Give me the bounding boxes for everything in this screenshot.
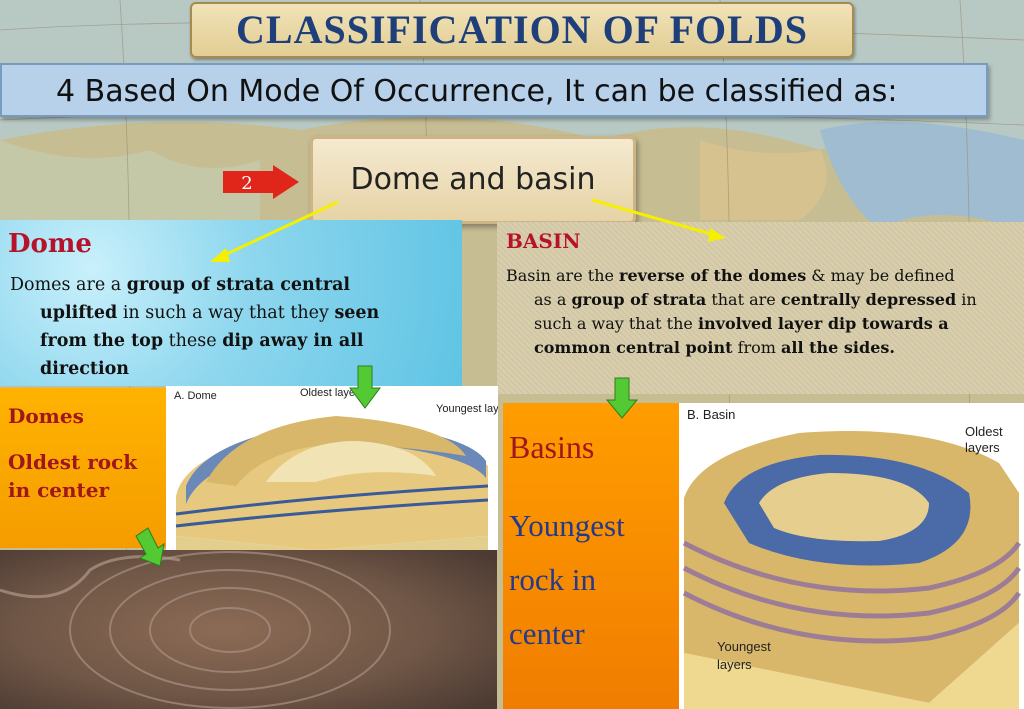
dome-diagram-title: A. Dome — [174, 390, 217, 402]
basins-card-text: Youngest rock in center — [509, 508, 625, 651]
basin-heading: BASIN — [506, 229, 581, 253]
basin-panel — [497, 222, 1024, 394]
dome-description: Domes are a group of strata central uplif… — [10, 271, 460, 383]
domes-card: Domes Oldest rock in center — [0, 388, 166, 548]
text-line: from the top these dip away in all — [40, 331, 364, 351]
slide-subtitle: 4 Based On Mode Of Occurrence, It can be… — [0, 63, 988, 117]
slide-title: CLASSIFICATION OF FOLDS — [190, 2, 854, 58]
text-line: direction — [40, 359, 130, 379]
domes-card-title: Domes — [8, 404, 84, 428]
basin-diagram-title: B. Basin — [687, 407, 735, 422]
basins-card-title: Basins — [509, 429, 595, 465]
basins-card: Basins Youngest rock in center — [503, 403, 679, 709]
domes-card-text: Oldest rock in center — [8, 450, 138, 502]
text-line: such a way that the involved layer dip t… — [534, 314, 949, 333]
dome-diagram-youngest: Youngest layers — [436, 403, 498, 415]
number-badge: 2 — [241, 173, 252, 194]
text-line: common central point from all the sides. — [534, 338, 895, 357]
text-line: Basin are the reverse of the domes & may… — [506, 266, 955, 285]
dome-heading: Dome — [8, 229, 92, 259]
dome-aerial-photo — [0, 550, 497, 709]
red-arrow-icon: 2 — [223, 165, 299, 199]
text-line: Domes are a group of strata central — [10, 275, 351, 295]
dome-diagram-oldest: Oldest layers — [300, 387, 365, 399]
text-line: uplifted in such a way that they seen — [40, 303, 380, 323]
basin-description: Basin are the reverse of the domes & may… — [506, 264, 1018, 360]
dome-diagram: A. Dome Oldest layers Youngest layers — [166, 386, 498, 550]
text-line: as a group of strata that are centrally … — [534, 290, 977, 309]
topic-box: Dome and basin — [310, 136, 636, 224]
